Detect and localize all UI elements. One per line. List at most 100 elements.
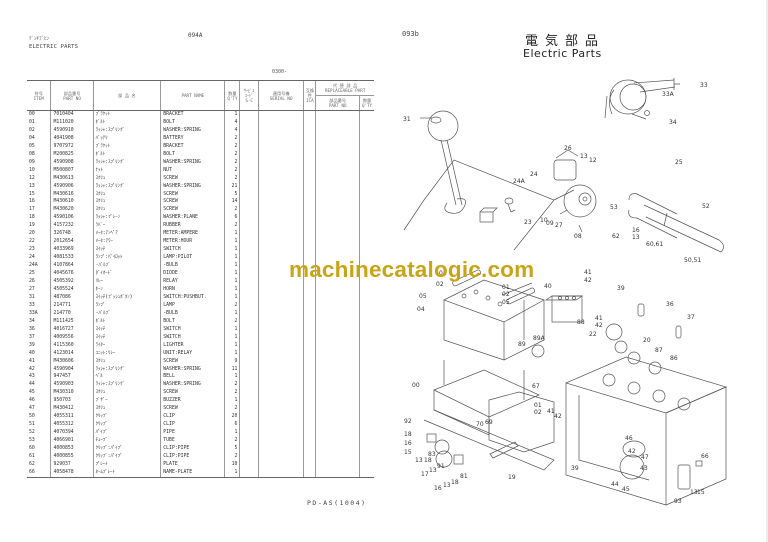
cell-part-no: M430610 (50, 198, 94, 207)
cell-part-name: BOLT (160, 317, 225, 326)
cell-ica (303, 158, 316, 167)
cell-qty: 9 (224, 357, 240, 366)
cell-name-jp: ﾅｯﾄ (92, 166, 161, 175)
cell-replace-qty (358, 357, 374, 366)
cell-qty: 2 (224, 301, 240, 310)
svg-text:42: 42 (584, 277, 592, 284)
cell-item: 61 (29, 453, 35, 459)
cell-replace-qty (358, 285, 374, 294)
cell-qty: 1 (224, 325, 240, 334)
cell-part-no: 4590903 (50, 381, 94, 390)
cell-replace-qty (358, 126, 374, 135)
cell-replace-qty (358, 468, 374, 478)
cell-part-no: 4000855 (50, 452, 94, 461)
cell-ica (303, 198, 316, 207)
cell-service-code (239, 397, 259, 406)
cell-item: 42 (29, 366, 35, 372)
cell-part-no: 4107864 (50, 262, 94, 271)
svg-text:04: 04 (417, 306, 425, 313)
svg-text:09: 09 (546, 220, 554, 227)
relay-icon (553, 149, 579, 181)
cell-part-name: BATTERY (160, 134, 225, 143)
cell-replace-qty (358, 278, 374, 286)
cell-item: 39 (29, 342, 35, 348)
cell-part-no: 4157232 (50, 222, 94, 231)
cell-replace-qty (358, 405, 374, 414)
cell-part-name: -BULB (160, 262, 225, 271)
cell-name-jp: ﾎﾞﾙﾄ (92, 150, 161, 159)
svg-text:42: 42 (628, 448, 636, 455)
cell-qty: 1 (224, 254, 240, 263)
svg-text:13: 13 (415, 457, 423, 464)
cell-qty: 2 (224, 150, 240, 159)
cell-service-code (239, 262, 259, 271)
cell-replace-qty (358, 150, 374, 159)
cell-service-code (239, 452, 259, 461)
cell-part-no: 4009556 (50, 333, 94, 342)
cell-part-name: HORN (160, 285, 225, 294)
cell-name-jp: ﾜｯｼｬ:ｽﾌﾟﾘﾝｸﾞ (92, 182, 161, 191)
cell-replace-part-no (315, 397, 360, 406)
cell-replace-part-no (315, 429, 360, 438)
cell-item: 33A (29, 310, 38, 316)
cell-replace-part-no (315, 405, 360, 414)
cell-item: 45 (29, 390, 35, 396)
cell-item: 43 (29, 374, 35, 380)
cell-item: 37 (29, 334, 35, 340)
svg-text:18: 18 (404, 431, 412, 438)
cell-serial-no (257, 262, 304, 271)
cell-item: 34 (29, 318, 35, 324)
svg-text:24: 24 (530, 171, 538, 178)
cell-replace-qty (358, 445, 374, 453)
cell-ica (303, 309, 316, 318)
cell-item: 46 (29, 398, 35, 404)
cell-name-jp: ﾗﾊﾞｰ (92, 222, 161, 231)
cell-name-jp: ｽｲｯﾁ(ﾌﾟｯｼｭﾎﾞﾀﾝ) (92, 293, 161, 302)
cell-name-jp: ｽｸﾘｭ (92, 174, 161, 183)
svg-text:46: 46 (625, 435, 633, 442)
cell-serial-no (257, 349, 304, 358)
cell-ica (303, 238, 316, 247)
cell-ica (303, 365, 316, 374)
cell-ica (303, 118, 316, 127)
cell-name-jp: ｸﾘｯﾌﾟ (92, 421, 161, 430)
cell-qty: 1 (224, 373, 240, 382)
cell-service-code (239, 293, 259, 302)
cell-ica (303, 381, 316, 390)
cell-part-name: DIODE (160, 270, 225, 279)
cell-qty: 2 (224, 222, 240, 231)
cell-qty: 1 (224, 429, 240, 438)
cell-part-no: 929037 (50, 460, 94, 469)
svg-text:20: 20 (643, 337, 651, 344)
cell-replace-qty (358, 460, 374, 469)
svg-text:02: 02 (502, 291, 510, 298)
cell-part-name: LIGHTER (160, 341, 225, 350)
cell-part-name: SCREW (160, 198, 225, 207)
cell-replace-qty (358, 325, 374, 334)
cell-name-jp: ｽｸﾘｭ (92, 389, 161, 398)
svg-text:89A: 89A (533, 335, 546, 342)
cell-ica (303, 460, 316, 469)
page-code-right: 093b (402, 30, 419, 38)
svg-text:60,61: 60,61 (646, 241, 663, 248)
cell-qty: 2 (224, 381, 240, 390)
cell-serial-no (257, 293, 304, 302)
cell-item: 16 (29, 199, 35, 205)
svg-text:15: 15 (404, 449, 412, 456)
cell-qty: 5 (224, 445, 240, 453)
cell-qty: 1 (224, 246, 240, 255)
cell-ica (303, 293, 316, 302)
cell-qty: 20 (224, 413, 240, 422)
svg-text:44: 44 (611, 481, 619, 488)
cell-service-code (239, 206, 259, 215)
cell-service-code (239, 317, 259, 326)
cell-item: 22 (29, 239, 35, 245)
